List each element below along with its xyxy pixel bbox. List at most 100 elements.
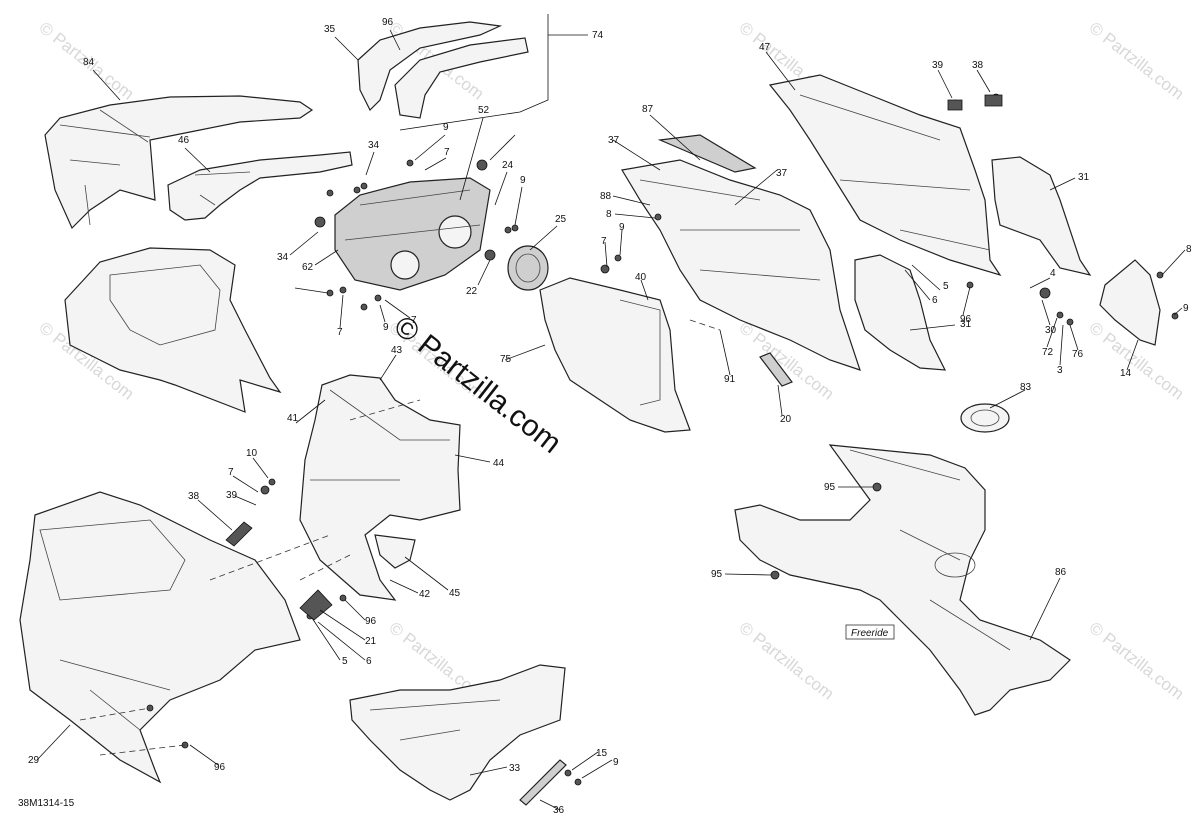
- callout-7: 7: [444, 147, 450, 158]
- callout-95: 95: [824, 482, 836, 493]
- callout-96: 96: [382, 17, 394, 28]
- callout-7: 7: [228, 467, 234, 478]
- callout-41: 41: [287, 413, 299, 424]
- part-35-74-side-trim: [357, 21, 529, 119]
- callout-8: 8: [1186, 244, 1192, 255]
- callout-75: 75: [500, 354, 512, 365]
- callout-3: 3: [1057, 365, 1063, 376]
- callouts: 35 96 74 84 46 52 9 34 7 24 9 25 62 34 2…: [28, 17, 1192, 816]
- part-84-windshield-cowl: [44, 95, 314, 230]
- callout-40: 40: [635, 272, 647, 283]
- callout-52: 52: [478, 105, 490, 116]
- callout-21: 21: [365, 636, 377, 647]
- callout-9: 9: [520, 175, 526, 186]
- callout-87: 87: [642, 104, 654, 115]
- part-37-console-panel: [621, 159, 861, 371]
- callout-14: 14: [1120, 368, 1132, 379]
- callout-72: 72: [1042, 347, 1054, 358]
- callout-42: 42: [419, 589, 431, 600]
- callout-39: 39: [932, 60, 944, 71]
- callout-62: 62: [302, 262, 314, 273]
- callout-44: 44: [493, 458, 505, 469]
- watermark-tile: © Partzilla.com: [736, 618, 838, 704]
- part-75-40-tank-cover: [539, 277, 691, 433]
- part-47-side-fairing: [768, 74, 1002, 277]
- part-20-light-lens: [759, 352, 793, 387]
- callout-30: 30: [1045, 325, 1057, 336]
- callout-7: 7: [411, 315, 417, 326]
- part-46-deflector: [167, 151, 353, 221]
- leader-lines: [36, 14, 1186, 811]
- part-31-vent-upper: [991, 156, 1092, 276]
- part-14-mirror-housing: [1099, 259, 1161, 346]
- alignment-lines: [79, 319, 721, 756]
- reference-code: 38M1314-15: [18, 798, 75, 809]
- part-83-gas-cap-ring: [960, 403, 1010, 433]
- hardware-fasteners: [146, 93, 1179, 786]
- callout-25: 25: [555, 214, 567, 225]
- callout-34: 34: [368, 140, 380, 151]
- callout-9: 9: [443, 122, 449, 133]
- variant-label: Freeride: [851, 628, 889, 639]
- callout-95: 95: [711, 569, 723, 580]
- callout-24: 24: [502, 160, 514, 171]
- callout-88: 88: [600, 191, 612, 202]
- callout-76: 76: [1072, 349, 1084, 360]
- callout-46: 46: [178, 135, 190, 146]
- callout-15: 15: [596, 748, 608, 759]
- callout-47: 47: [759, 42, 771, 53]
- callout-38: 38: [972, 60, 984, 71]
- callout-4: 4: [1050, 268, 1056, 279]
- variant-label-box: Freeride: [845, 624, 895, 640]
- callout-9: 9: [383, 322, 389, 333]
- callout-37: 37: [608, 135, 620, 146]
- callout-37: 37: [776, 168, 788, 179]
- callout-8: 8: [606, 209, 612, 220]
- callout-84: 84: [83, 57, 95, 68]
- callout-22: 22: [466, 286, 478, 297]
- callout-9: 9: [613, 757, 619, 768]
- part-52-headlight: [334, 177, 491, 291]
- part-29-lower-side-panel: [19, 491, 301, 784]
- callout-39: 39: [226, 490, 238, 501]
- part-31-vent-lower: [854, 254, 947, 371]
- callout-7: 7: [601, 236, 607, 247]
- part-25-lamp-ring: [507, 245, 549, 291]
- callout-5: 5: [943, 281, 949, 292]
- part-41-43-44-side-panel: [299, 374, 461, 601]
- callout-33: 33: [509, 763, 521, 774]
- part-33-lower-panel: [349, 664, 566, 801]
- callout-96: 96: [365, 616, 377, 627]
- callout-96: 96: [960, 314, 972, 325]
- callout-43: 43: [391, 345, 403, 356]
- callout-36: 36: [553, 805, 565, 816]
- watermark-tile: © Partzilla.com: [1086, 18, 1188, 104]
- callout-9: 9: [619, 222, 625, 233]
- callout-91: 91: [724, 374, 736, 385]
- watermark-tile: © Partzilla.com: [1086, 618, 1188, 704]
- callout-31: 31: [960, 319, 972, 330]
- callout-34: 34: [277, 252, 289, 263]
- callout-20: 20: [780, 414, 792, 425]
- callout-31: 31: [1078, 172, 1090, 183]
- callout-96: 96: [214, 762, 226, 773]
- callout-83: 83: [1020, 382, 1032, 393]
- callout-10: 10: [246, 448, 258, 459]
- part-87-grille: [657, 134, 757, 173]
- part-45-vent: [374, 534, 416, 569]
- part-36-strap: [519, 759, 567, 806]
- part-85-gauge-housing: [64, 247, 282, 413]
- callout-29: 29: [28, 755, 40, 766]
- callout-38: 38: [188, 491, 200, 502]
- part-86-freeride-console: [734, 444, 1071, 716]
- callout-86: 86: [1055, 567, 1067, 578]
- callout-6: 6: [932, 295, 938, 306]
- callout-35: 35: [324, 24, 336, 35]
- callout-74: 74: [592, 30, 604, 41]
- callout-9: 9: [1183, 303, 1189, 314]
- callout-5: 5: [342, 656, 348, 667]
- callout-6: 6: [366, 656, 372, 667]
- callout-7: 7: [337, 327, 343, 338]
- callout-45: 45: [449, 588, 461, 599]
